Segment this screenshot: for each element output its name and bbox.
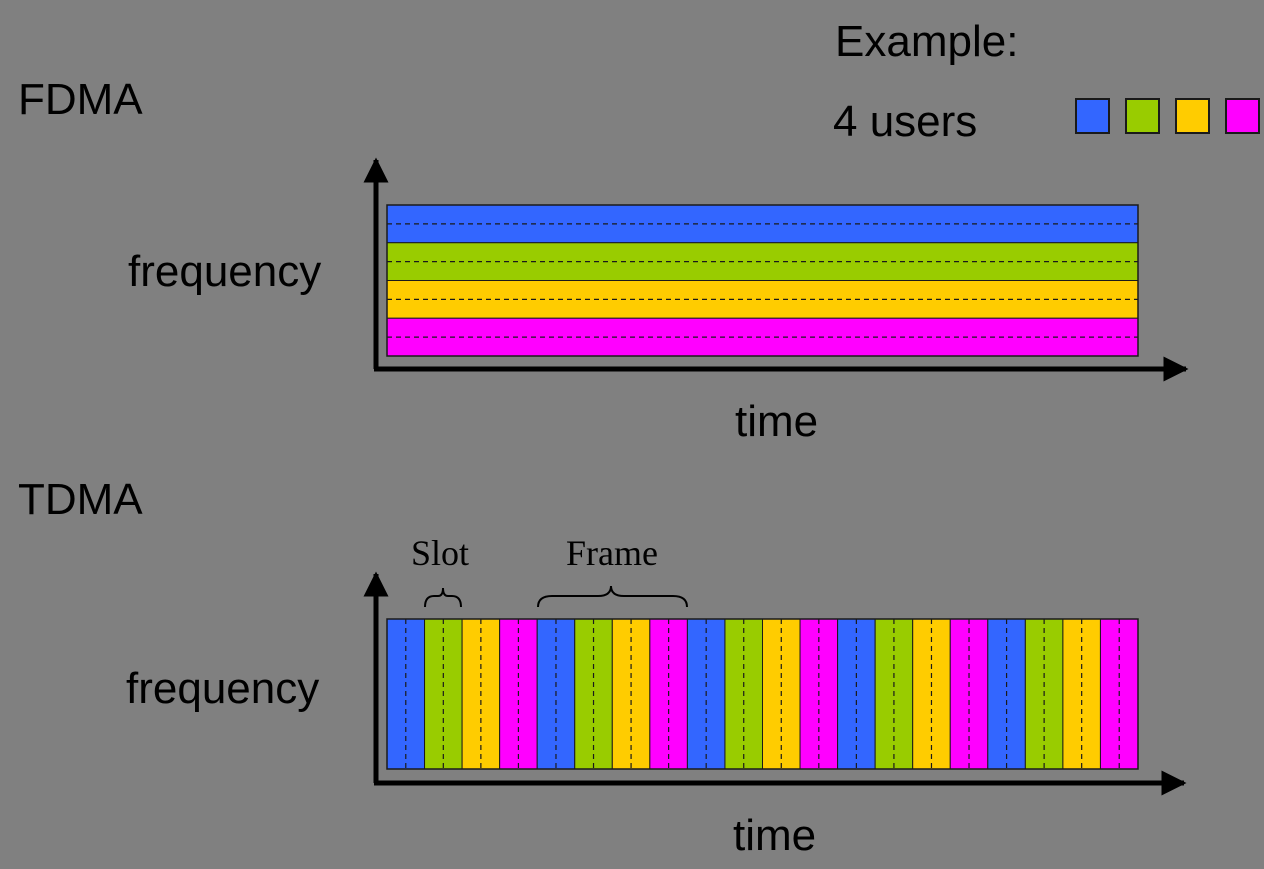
frame-label: Frame: [566, 533, 658, 573]
tdma-slots: [386, 618, 1139, 770]
fdma-bands: [386, 204, 1139, 357]
user-swatch-3: [1175, 98, 1210, 134]
slot-label: Slot: [411, 533, 470, 573]
frame-brace: [537, 585, 688, 608]
example-subtitle: 4 users: [833, 97, 978, 146]
fdma-xlabel: time: [735, 397, 819, 446]
slot-brace: [424, 587, 462, 608]
user-swatch-4: [1225, 98, 1260, 134]
user-swatch-1: [1075, 98, 1110, 134]
tdma-title: TDMA: [18, 475, 143, 524]
tdma-ylabel: frequency: [126, 664, 320, 713]
fdma-ylabel: frequency: [128, 247, 322, 296]
fdma-title: FDMA: [18, 75, 143, 124]
user-swatch-2: [1125, 98, 1160, 134]
fdma-border: [386, 204, 1139, 357]
example-title: Example:: [835, 17, 1019, 66]
tdma-xlabel: time: [733, 811, 817, 860]
tdma-border: [386, 618, 1139, 770]
